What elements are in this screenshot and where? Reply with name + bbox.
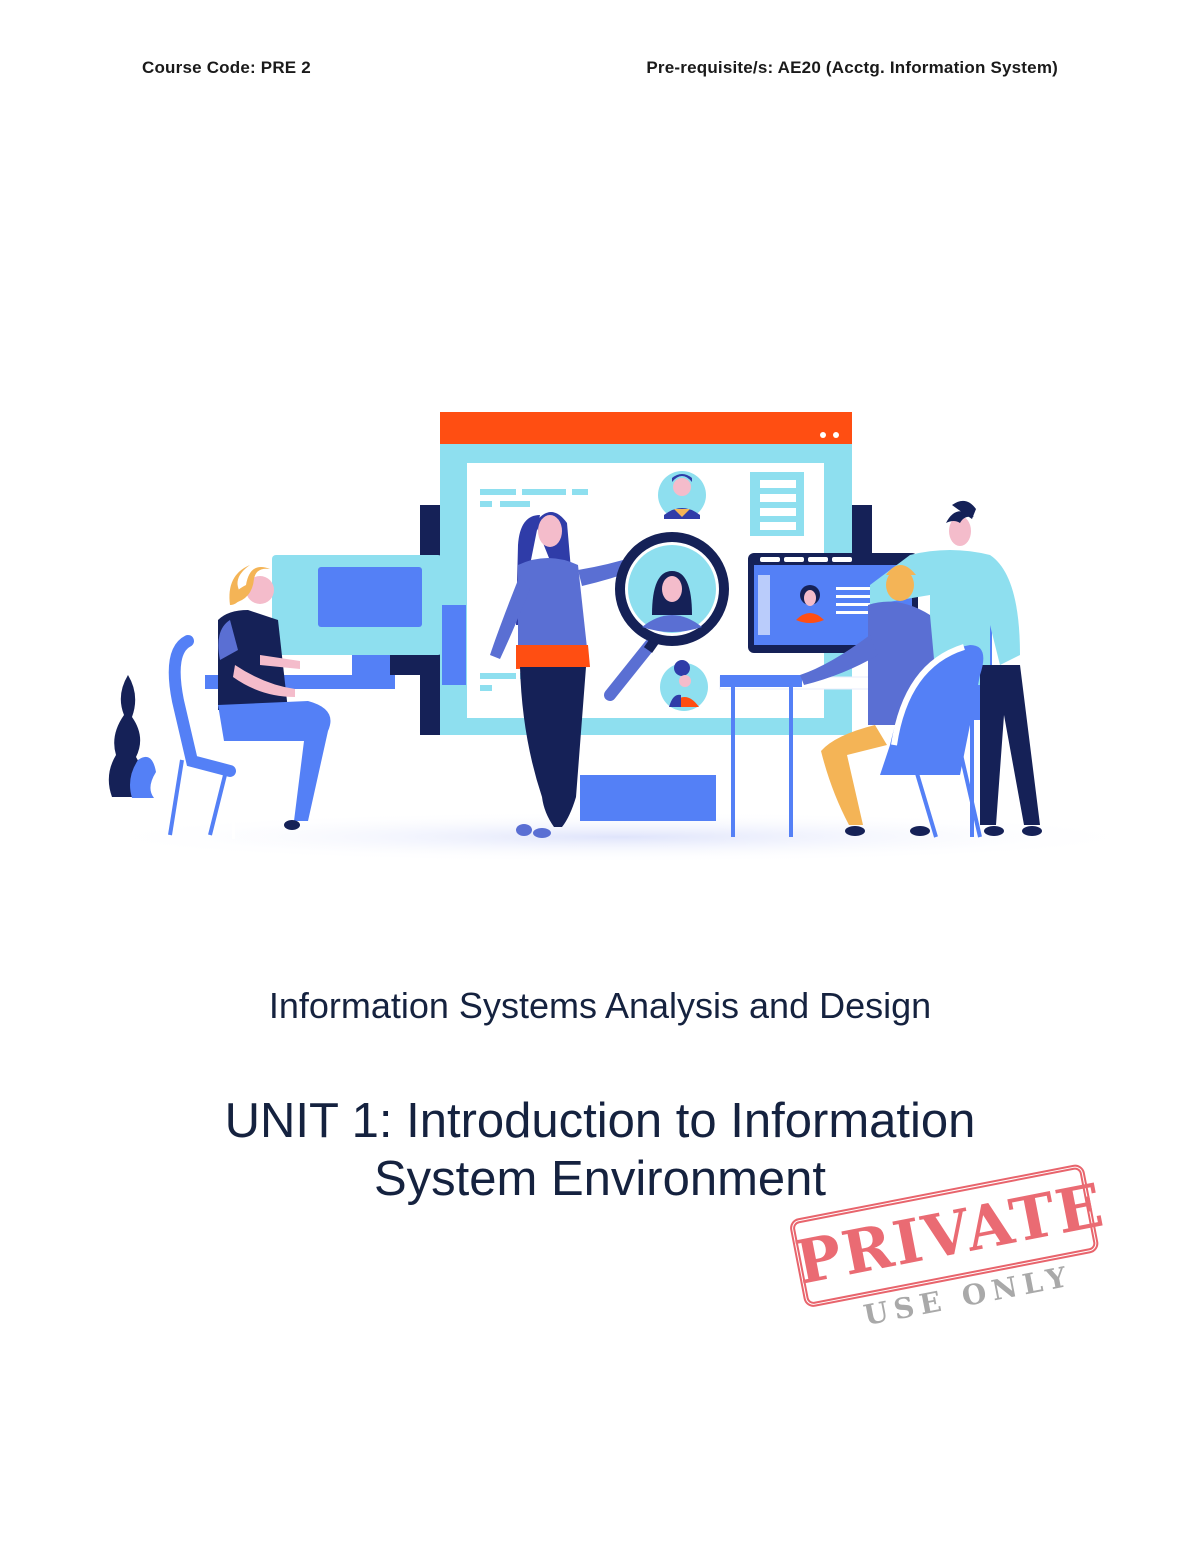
cover-illustration	[60, 405, 1160, 875]
unit-title-line-2: System Environment	[373, 1152, 827, 1206]
course-code: Course Code: PRE 2	[142, 58, 311, 77]
page-header: Course Code: PRE 2 Pre-requisite/s: AE20…	[0, 58, 1200, 82]
course-subtitle: Information Systems Analysis and Design	[268, 985, 932, 1026]
prerequisites: Pre-requisite/s: AE20 (Acctg. Informatio…	[646, 58, 1058, 77]
unit-title-line-1: UNIT 1: Introduction to Information	[224, 1094, 976, 1148]
unit-title: UNIT 1: Introduction to Information Syst…	[0, 1092, 1200, 1208]
